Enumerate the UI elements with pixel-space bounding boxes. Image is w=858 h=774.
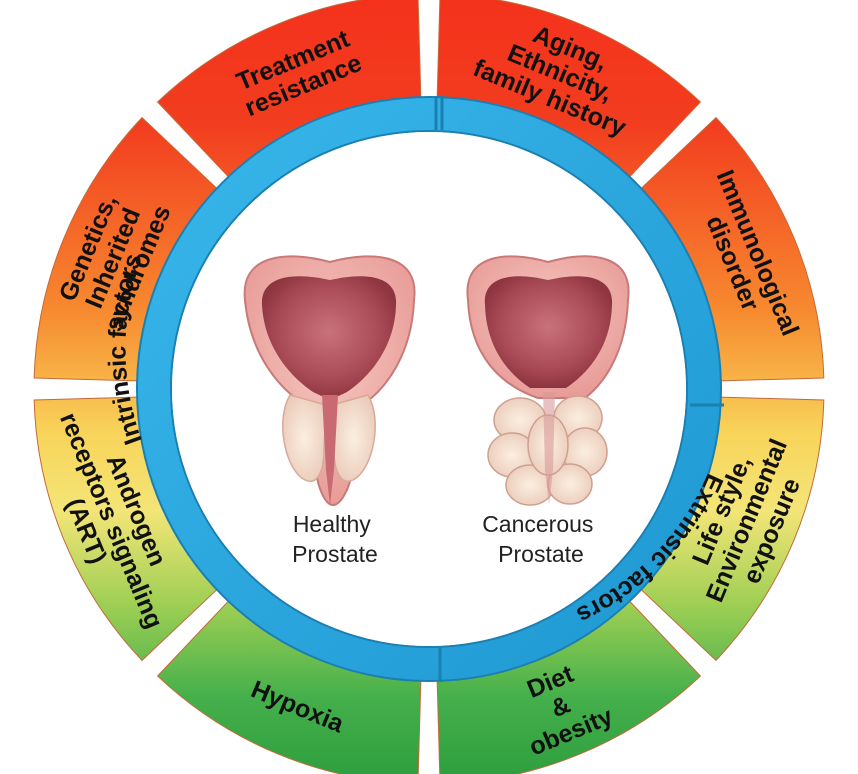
center-disc	[172, 132, 686, 646]
